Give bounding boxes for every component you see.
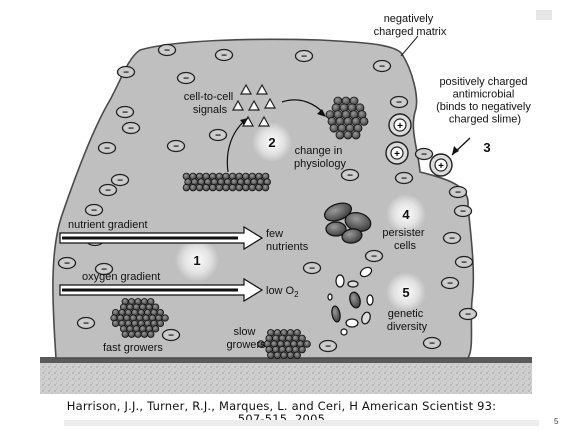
svg-text:−: − [325, 342, 331, 353]
svg-text:−: − [117, 176, 123, 187]
svg-text:−: − [347, 171, 353, 182]
svg-text:−: − [123, 68, 129, 79]
oxygen-gradient-label: oxygen gradient [82, 271, 160, 283]
svg-text:−: − [122, 108, 128, 119]
svg-text:−: − [168, 331, 174, 342]
svg-text:−: − [164, 46, 170, 57]
genetic-label: genetic diversity [387, 308, 428, 333]
svg-text:+: + [397, 121, 403, 132]
svg-text:−: − [91, 206, 97, 217]
corner-tab [536, 10, 552, 20]
positive-charge-icon: + [386, 142, 408, 164]
svg-text:−: − [309, 264, 315, 275]
step-number-2: 2 [268, 135, 275, 150]
matrix-pointer [401, 36, 418, 56]
svg-text:−: − [447, 279, 453, 290]
svg-text:−: − [221, 51, 227, 62]
svg-text:−: − [465, 310, 471, 321]
step-number-4: 4 [402, 207, 410, 222]
svg-text:−: − [128, 124, 134, 135]
fast-growers-label: fast growers [103, 342, 163, 354]
step-number-3: 3 [483, 140, 490, 155]
svg-text:−: − [421, 150, 427, 161]
positive-charge-icon: + [389, 114, 411, 136]
svg-text:−: − [429, 339, 435, 350]
svg-text:−: − [379, 62, 385, 73]
svg-text:−: − [460, 207, 466, 218]
svg-text:−: − [83, 319, 89, 330]
nutrient-gradient-label: nutrient gradient [68, 219, 148, 231]
svg-text:−: − [449, 234, 455, 245]
slide-number: 5 [554, 417, 558, 426]
antimicrobial-label: positively charged antimicrobial (binds … [436, 76, 534, 126]
svg-text:−: − [371, 252, 377, 263]
substrate-surface [40, 362, 532, 394]
svg-text:−: − [215, 131, 221, 142]
arrowhead-icon [452, 146, 459, 155]
physiology-label: change in physiology [294, 145, 346, 170]
svg-text:−: − [183, 74, 189, 85]
svg-text:−: − [455, 188, 461, 199]
svg-text:−: − [301, 52, 307, 63]
svg-text:+: + [438, 161, 444, 172]
svg-text:−: − [396, 98, 402, 109]
svg-text:−: − [104, 144, 110, 155]
matrix-label: negatively charged matrix [374, 13, 447, 38]
positive-charge-icon: + [430, 154, 452, 176]
bottom-band [64, 420, 539, 426]
signalling-colony [183, 173, 270, 191]
svg-text:−: − [105, 186, 111, 197]
svg-text:−: − [461, 258, 467, 269]
citation-line-1: Harrison, J.J., Turner, R.J., Marques, L… [0, 399, 563, 413]
svg-text:−: − [173, 142, 179, 153]
svg-text:+: + [394, 149, 400, 160]
svg-text:−: − [64, 259, 70, 270]
svg-text:−: − [401, 174, 407, 185]
step-number-1: 1 [193, 253, 200, 268]
step-number-5: 5 [402, 285, 409, 300]
